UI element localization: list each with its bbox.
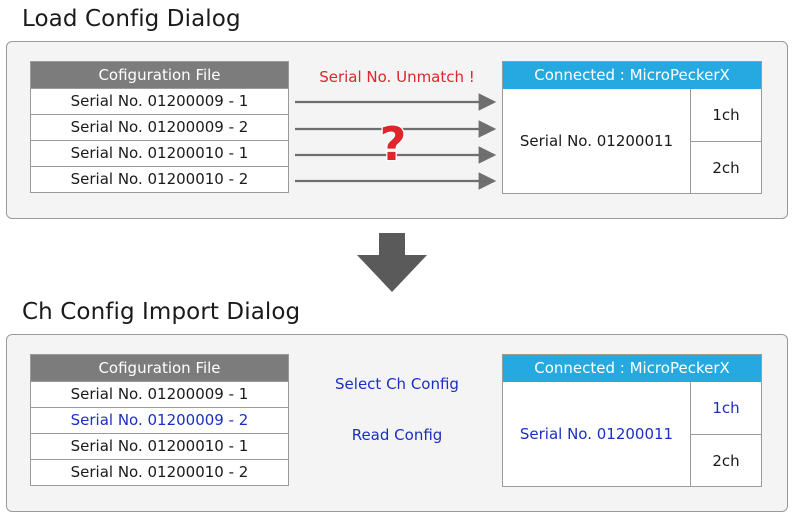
connected-device-header: Connected : MicroPeckerX	[503, 355, 761, 382]
config-file-row-selected[interactable]: Serial No. 01200009 - 2	[31, 407, 288, 433]
import-config-file-table: Cofiguration File Serial No. 01200009 - …	[30, 354, 289, 486]
config-file-row: Serial No. 01200010 - 1	[31, 140, 288, 166]
config-file-header: Cofiguration File	[31, 62, 288, 88]
load-connected-device-box: Connected : MicroPeckerX Serial No. 0120…	[502, 61, 762, 194]
connected-serial-number: Serial No. 01200011	[503, 382, 691, 486]
connected-serial-number: Serial No. 01200011	[503, 89, 691, 193]
channel-2-cell: 2ch	[712, 159, 740, 177]
question-mark-icon: ?	[380, 117, 407, 171]
import-dialog-panel: Cofiguration File Serial No. 01200009 - …	[6, 334, 788, 512]
channel-2-cell[interactable]: 2ch	[712, 452, 740, 470]
config-file-header: Cofiguration File	[31, 355, 288, 381]
load-config-file-table: Cofiguration File Serial No. 01200009 - …	[30, 61, 289, 193]
load-dialog-title: Load Config Dialog	[22, 6, 241, 32]
select-ch-config-label: Select Ch Config	[335, 375, 459, 393]
config-file-row: Serial No. 01200010 - 2	[31, 166, 288, 192]
config-file-row: Serial No. 01200009 - 1	[31, 88, 288, 114]
import-connected-device-box: Connected : MicroPeckerX Serial No. 0120…	[502, 354, 762, 487]
config-file-row: Serial No. 01200009 - 2	[31, 114, 288, 140]
config-file-row[interactable]: Serial No. 01200010 - 1	[31, 433, 288, 459]
channel-1-cell-selected[interactable]: 1ch	[691, 382, 761, 435]
config-file-row[interactable]: Serial No. 01200009 - 1	[31, 381, 288, 407]
transition-down-arrow-icon	[357, 233, 427, 292]
import-dialog-title: Ch Config Import Dialog	[22, 299, 301, 325]
channel-1-cell: 1ch	[691, 89, 761, 142]
config-file-row[interactable]: Serial No. 01200010 - 2	[31, 459, 288, 485]
connected-device-header: Connected : MicroPeckerX	[503, 62, 761, 89]
serial-unmatch-label: Serial No. Unmatch !	[319, 68, 475, 86]
read-config-label: Read Config	[351, 426, 443, 444]
